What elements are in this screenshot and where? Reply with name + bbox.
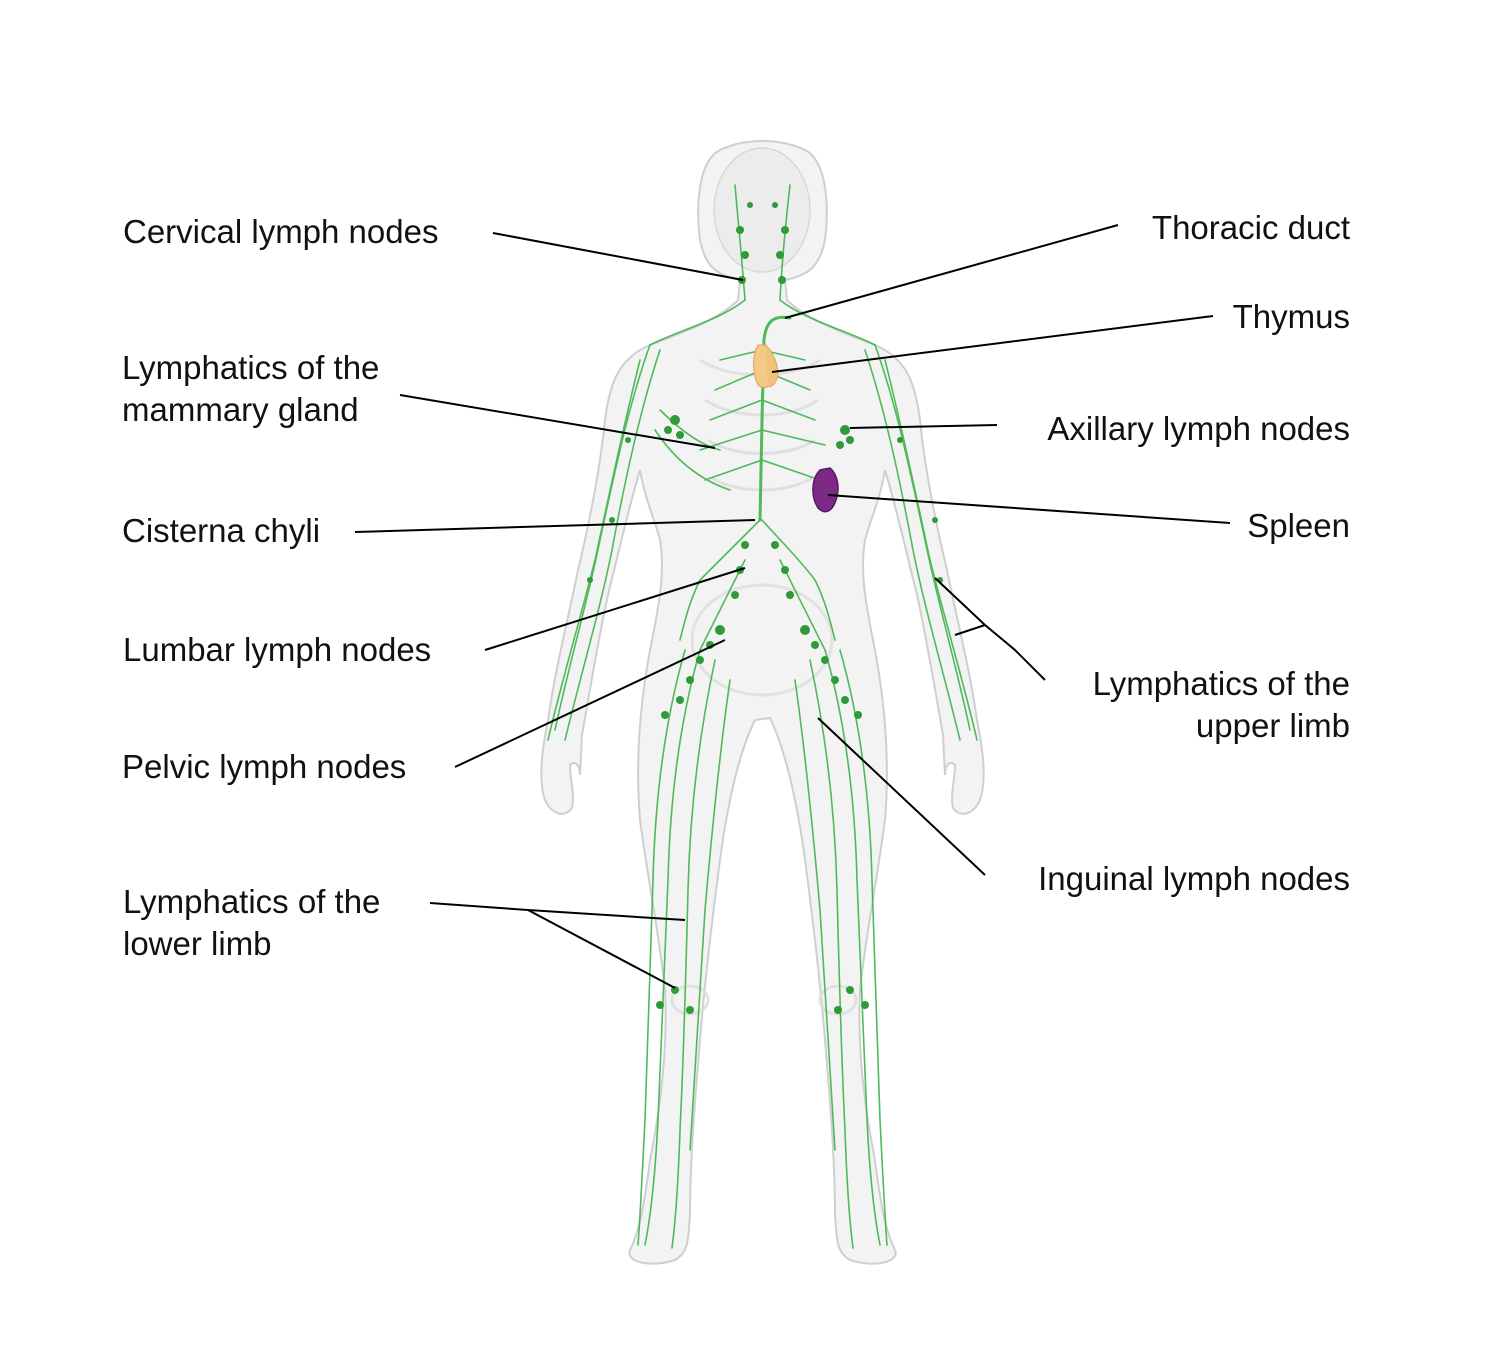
thoracic-duct-vessel <box>758 315 792 522</box>
leader-thoracic <box>784 224 1119 319</box>
leader-axillary <box>849 424 998 429</box>
label-spleen: Spleen <box>1247 507 1350 544</box>
label-pelvic-lymph-nodes: Pelvic lymph nodes <box>122 748 407 785</box>
label-inguinal-lymph-nodes: Inguinal lymph nodes <box>1038 860 1350 897</box>
label-axillary-lymph-nodes: Axillary lymph nodes <box>1047 410 1350 447</box>
leader-lines <box>354 224 1231 989</box>
leader-upper-limb-a <box>954 624 986 636</box>
leader-pelvic <box>454 639 726 768</box>
body-outline <box>540 140 985 1265</box>
leader-upper-limb-b <box>934 577 986 626</box>
lymphatic-vessels <box>547 184 978 1249</box>
leader-inguinal <box>817 717 986 876</box>
head-shape <box>713 147 811 273</box>
label-thymus: Thymus <box>1232 298 1350 335</box>
leader-spleen <box>827 494 1231 524</box>
leader-lower-limb-stem <box>429 902 529 911</box>
label-cervical-lymph-nodes: Cervical lymph nodes <box>123 213 439 250</box>
leader-lower-limb-b <box>527 909 676 989</box>
leader-mammary <box>399 394 716 449</box>
thymus-organ <box>753 344 779 389</box>
spleen-organ <box>812 467 839 513</box>
label-lower-limb: Lymphatics of the lower limb <box>123 883 381 962</box>
label-upper-limb: Lymphatics of the upper limb <box>1092 665 1350 744</box>
body-silhouette <box>540 140 985 1265</box>
label-thoracic-duct: Thoracic duct <box>1151 209 1350 246</box>
label-cisterna-chyli: Cisterna chyli <box>122 512 321 549</box>
leader-cervical <box>492 232 744 281</box>
leader-upper-limb <box>984 624 1046 681</box>
leader-cisterna <box>354 519 756 533</box>
leader-lumbar <box>484 567 746 651</box>
leader-thymus <box>771 315 1214 373</box>
label-lumbar-lymph-nodes: Lumbar lymph nodes <box>123 631 432 668</box>
label-mammary-gland: Lymphatics of the mammary gland <box>122 349 380 428</box>
leader-lower-limb-a <box>527 909 686 921</box>
